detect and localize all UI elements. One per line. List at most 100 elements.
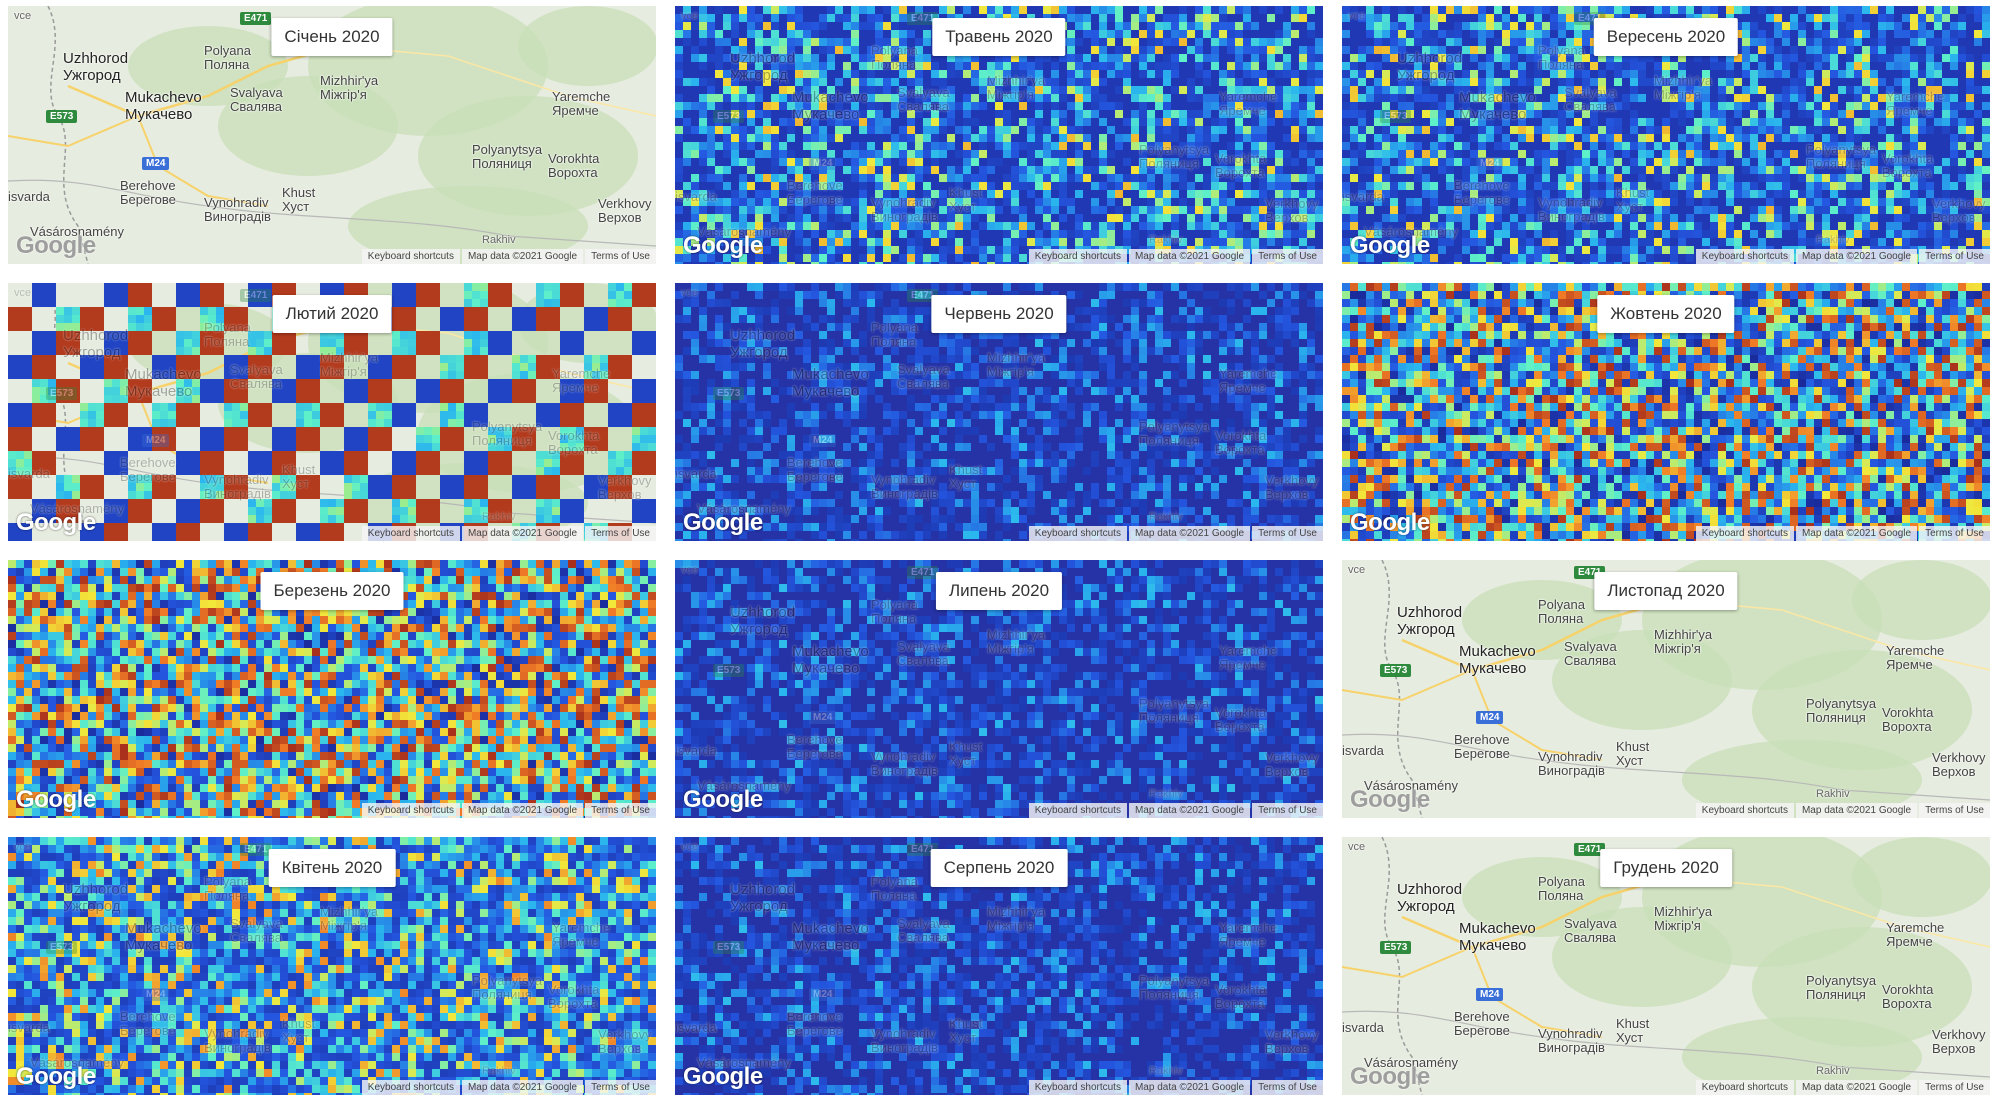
terms-of-use-link[interactable]: Terms of Use [1919,803,1990,818]
month-label: Липень 2020 [935,572,1063,610]
map-place-label: isvarda [1342,743,1384,758]
google-logo[interactable]: Google [1350,786,1430,813]
keyboard-shortcuts-link[interactable]: Keyboard shortcuts [1695,803,1794,818]
map-place-label: Поляниця [1139,156,1199,171]
terms-of-use-link[interactable]: Terms of Use [1919,1080,1990,1095]
google-logo[interactable]: Google [16,509,96,536]
map-tiles[interactable] [1342,6,1990,264]
map-place-label: Polyanytsya [1139,973,1210,988]
google-logo[interactable]: Google [683,1063,763,1090]
google-logo[interactable]: Google [16,786,96,813]
map-tiles[interactable] [675,283,1323,541]
google-logo[interactable]: Google [683,232,763,259]
map-data-text: Map data ©2021 Google [1128,1080,1251,1095]
google-logo[interactable]: Google [1350,509,1430,536]
map-place-label: Berehove [787,1009,843,1024]
terms-of-use-link[interactable]: Terms of Use [1252,526,1323,541]
map-place-label: Поляниця [472,987,532,1002]
keyboard-shortcuts-link[interactable]: Keyboard shortcuts [361,526,460,541]
google-logo[interactable]: Google [1350,232,1430,259]
map-place-label: Vorokhta [548,982,600,997]
map-place-label: Vásárosnamény [30,1055,124,1070]
terms-of-use-link[interactable]: Terms of Use [1919,526,1990,541]
map-place-label: Ужгород [730,67,788,84]
map-place-label: Виноградів [871,209,938,224]
keyboard-shortcuts-link[interactable]: Keyboard shortcuts [1028,526,1127,541]
keyboard-shortcuts-link[interactable]: Keyboard shortcuts [361,249,460,264]
map-place-label: Polyanytsya [1139,142,1210,157]
terms-of-use-link[interactable]: Terms of Use [585,526,656,541]
map-place-label: Ужгород [1397,621,1455,638]
month-label: Лютий 2020 [272,295,392,333]
map-place-label: Svalyava [230,362,283,377]
keyboard-shortcuts-link[interactable]: Keyboard shortcuts [1695,526,1794,541]
keyboard-shortcuts-link[interactable]: Keyboard shortcuts [361,803,460,818]
terms-of-use-link[interactable]: Terms of Use [585,249,656,264]
map-place-label: Ужгород [63,67,121,84]
map-place-label: Khust [1616,185,1650,200]
map-place-label: Berehove [787,455,843,470]
map-place-label: Vásárosnamény [697,224,791,239]
keyboard-shortcuts-link[interactable]: Keyboard shortcuts [1695,1080,1794,1095]
month-label: Березень 2020 [260,572,404,610]
google-logo[interactable]: Google [16,1063,96,1090]
map-place-label: Yaremche [552,366,611,381]
map-place-label: Uzhhorod [1397,604,1463,621]
map-place-label: Виноградів [1538,763,1605,778]
map-place-label: Vorokhta [1882,705,1934,720]
map-place-label: Berehove [1454,732,1510,747]
terms-of-use-link[interactable]: Terms of Use [585,1080,656,1095]
forest-area [1852,837,1990,917]
map-place-label: Verkhovy [1265,473,1319,488]
terms-of-use-link[interactable]: Terms of Use [1919,249,1990,264]
map-place-label: Vynohradiv [1538,1026,1603,1041]
terms-of-use-link[interactable]: Terms of Use [1252,803,1323,818]
map-place-label: Ворохта [1882,996,1932,1011]
terms-of-use-link[interactable]: Terms of Use [585,803,656,818]
keyboard-shortcuts-link[interactable]: Keyboard shortcuts [1028,803,1127,818]
keyboard-shortcuts-link[interactable]: Keyboard shortcuts [1695,249,1794,264]
map-place-label: Polyana [871,874,918,889]
map-place-label: Ворохта [548,996,598,1011]
keyboard-shortcuts-link[interactable]: Keyboard shortcuts [1028,249,1127,264]
map-place-label: Міжгір'я [987,641,1034,656]
terms-of-use-link[interactable]: Terms of Use [1252,1080,1323,1095]
forest-area [128,26,288,106]
google-logo[interactable]: Google [1350,1063,1430,1090]
road-shield: M24 [809,434,837,447]
google-logo[interactable]: Google [16,232,96,259]
map-place-label: Mizhhir'ya [320,904,379,919]
map-place-label: Ворохта [1882,165,1932,180]
map-place-label: Берегове [787,746,843,761]
road-shield: E573 [713,941,745,954]
terms-of-use-link[interactable]: Terms of Use [1252,249,1323,264]
map-place-label: Яремче [1886,934,1933,949]
google-logo[interactable]: Google [683,509,763,536]
road-shield: E573 [1380,110,1412,123]
map-place-label: Vynohradiv [1538,195,1603,210]
map-place-label: Polyanytsya [1139,419,1210,434]
map-place-label: Khust [1616,1016,1650,1031]
map-place-label: Хуст [949,1030,977,1045]
map-place-label: vce [1348,841,1366,853]
map-place-label: Khust [949,185,983,200]
keyboard-shortcuts-link[interactable]: Keyboard shortcuts [1028,1080,1127,1095]
google-logo[interactable]: Google [683,786,763,813]
border-line [1342,733,1990,801]
keyboard-shortcuts-link[interactable]: Keyboard shortcuts [361,1080,460,1095]
map-place-label: Berehove [787,178,843,193]
